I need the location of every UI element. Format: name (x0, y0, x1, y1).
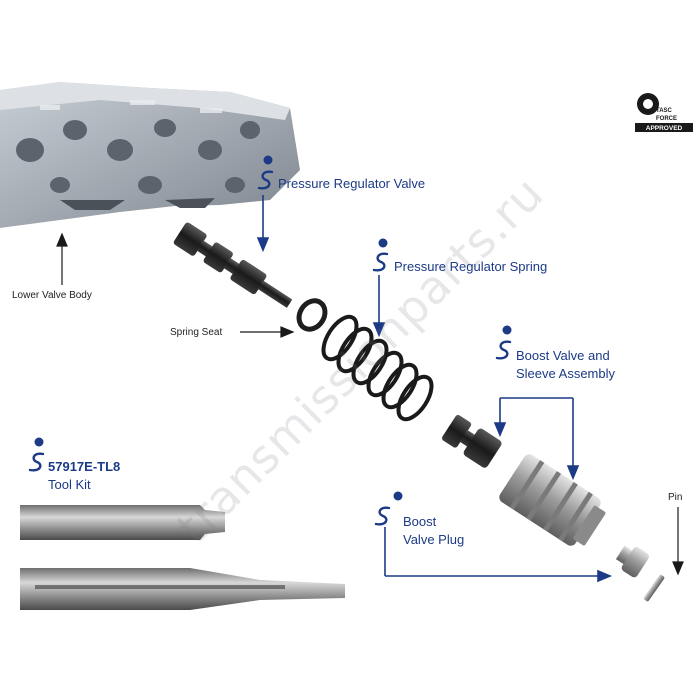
label-boost-valve-line1: Boost Valve and (516, 348, 610, 363)
label-lower-valve-body: Lower Valve Body (12, 290, 92, 301)
label-pin: Pin (668, 492, 683, 503)
callout-arrows (256, 195, 613, 583)
pressure-regulator-valve (173, 222, 293, 308)
black-arrows (56, 232, 684, 576)
pressure-regulator-spring (321, 314, 434, 422)
boost-valve (442, 414, 502, 468)
label-tool-kit-name: Tool Kit (48, 477, 91, 492)
label-boost-plug-line1: Boost (403, 514, 437, 529)
boost-valve-plug (615, 545, 649, 578)
tool-kit-rods (20, 505, 345, 610)
lower-valve-body (0, 82, 300, 228)
svg-text:TASC: TASC (656, 108, 673, 114)
pin (643, 574, 665, 602)
label-boost-plug-line2: Valve Plug (403, 532, 465, 547)
part-markers (34, 155, 512, 501)
boost-valve-sleeve (499, 454, 606, 546)
svg-text:FORCE: FORCE (656, 116, 677, 122)
label-tool-kit-number: 57917E-TL8 (48, 459, 121, 474)
label-boost-valve-line2: Sleeve Assembly (516, 366, 615, 381)
tasc-force-approved-logo: TASC FORCE APPROVED (635, 93, 693, 132)
label-pressure-regulator-spring: Pressure Regulator Spring (394, 259, 548, 274)
spring-seat (296, 298, 328, 332)
label-spring-seat: Spring Seat (170, 327, 223, 338)
part-s-marks (28, 170, 512, 526)
svg-text:APPROVED: APPROVED (646, 125, 683, 132)
label-pressure-regulator-valve: Pressure Regulator Valve (278, 176, 426, 191)
